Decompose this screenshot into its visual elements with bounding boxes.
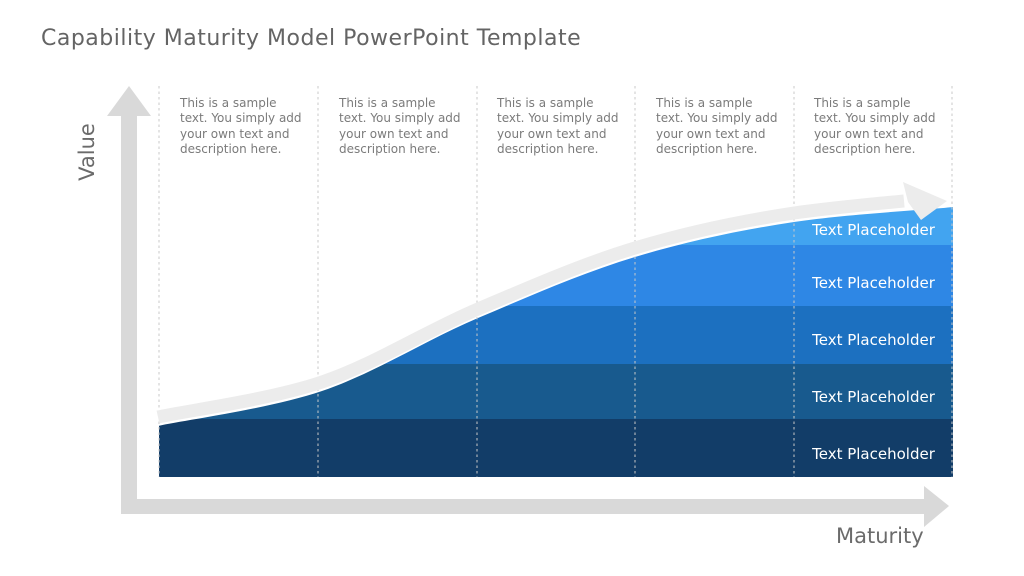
band-label-2: Text Placeholder: [812, 274, 935, 292]
column-sample-text-1: This is a sample text. You simply add yo…: [180, 96, 302, 156]
y-axis-arrow: [107, 86, 151, 514]
x-axis-arrowhead-icon: [924, 486, 949, 527]
growth-curve-arrowhead-icon: [903, 182, 947, 220]
maturity-band-5: [159, 419, 953, 477]
x-axis-label: Maturity: [836, 524, 924, 548]
y-axis-label: Value: [75, 123, 99, 181]
y-axis-arrowhead-icon: [107, 86, 151, 116]
slide-title: Capability Maturity Model PowerPoint Tem…: [41, 26, 582, 51]
band-label-4: Text Placeholder: [812, 388, 935, 406]
band-label-5: Text Placeholder: [812, 445, 935, 463]
growth-curve: [156, 194, 905, 424]
column-sample-text-3: This is a sample text. You simply add yo…: [497, 96, 619, 156]
band-label-3: Text Placeholder: [812, 331, 935, 349]
y-axis-bar: [121, 112, 137, 514]
band-label-1: Text Placeholder: [812, 221, 935, 239]
column-sample-text-5: This is a sample text. You simply add yo…: [814, 96, 936, 156]
x-axis-arrow: [121, 486, 949, 527]
x-axis-bar: [121, 499, 926, 514]
column-sample-text-4: This is a sample text. You simply add yo…: [656, 96, 778, 156]
column-sample-text-2: This is a sample text. You simply add yo…: [339, 96, 461, 156]
